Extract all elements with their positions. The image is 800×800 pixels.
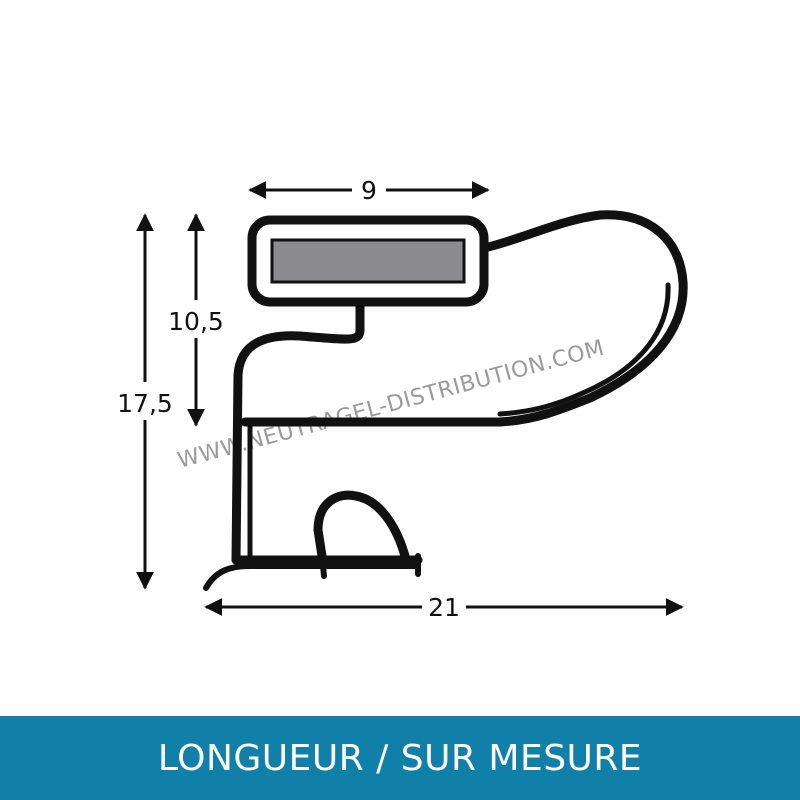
dimension-inner-height: 10,5	[168, 213, 224, 427]
bulb-outer	[240, 210, 688, 427]
magnet-housing	[247, 215, 489, 307]
base-strip-lower	[203, 563, 421, 591]
dimension-top-width: 9	[248, 176, 490, 205]
gasket-profile	[203, 210, 688, 591]
footer-banner: LONGUEUR / SUR MESURE	[0, 716, 800, 800]
anchor-stem	[319, 553, 327, 579]
dimension-inner-height-label: 10,5	[168, 307, 224, 336]
dimension-bottom-width: 21	[204, 593, 684, 622]
gasket-profile-diagram: WWW.NEUTRAGEL-DISTRIBUTION.COM 9 10,5	[117, 176, 688, 622]
bulb-shadow	[497, 282, 671, 417]
housing-neck	[231, 297, 365, 565]
dimension-total-height: 17,5	[117, 213, 173, 590]
dimension-bottom-width-label: 21	[428, 593, 460, 622]
footer-label: LONGUEUR / SUR MESURE	[157, 737, 643, 779]
dimension-total-height-label: 17,5	[117, 389, 173, 418]
dimension-top-width-label: 9	[361, 176, 377, 205]
magnet-insert	[270, 238, 466, 284]
anchor-lobe	[313, 490, 411, 565]
